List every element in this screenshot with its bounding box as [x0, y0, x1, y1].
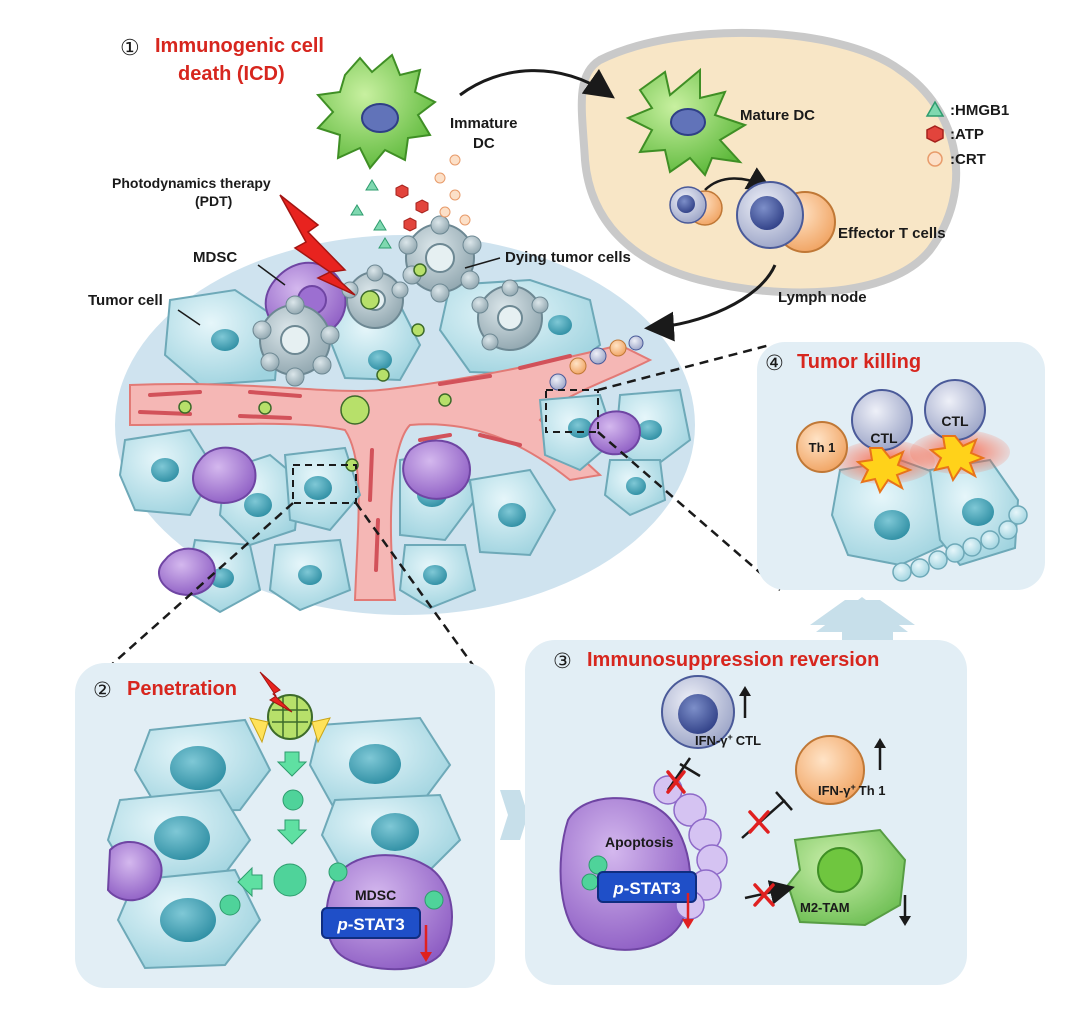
- penetration-title: Penetration: [127, 678, 237, 700]
- dying-tumor-cell-a: [252, 295, 340, 387]
- th1-cell-reversion: [795, 735, 865, 805]
- killing-title-number: ④: [765, 352, 784, 375]
- pdt-lightning-icon: [279, 194, 356, 296]
- th1-label: Th 1: [809, 440, 836, 455]
- pdt-label-2: (PDT): [195, 193, 232, 209]
- naive-t-cells: [669, 186, 723, 226]
- ctl-label-1: CTL: [870, 430, 898, 446]
- tumor-cell-label: Tumor cell: [88, 292, 163, 309]
- dying-tumor-cell-d: [471, 279, 549, 351]
- zoom-box-killing: [545, 389, 599, 433]
- legend-atp-label: :ATP: [950, 126, 984, 143]
- apoptosis-label: Apoptosis: [605, 834, 674, 850]
- arrow-dc-to-lymph: [459, 68, 615, 99]
- killing-title: Tumor killing: [797, 351, 921, 373]
- zoom-box-penetration: [292, 464, 357, 504]
- panel-reversion: p-STAT3 Apoptosis IFN-γ+CTL IFN-γ+Th 1 M…: [525, 640, 967, 985]
- leader-tumor: [177, 309, 201, 326]
- leader-mdsc: [257, 264, 286, 286]
- penetration-title-number: ②: [93, 679, 112, 702]
- ctl-cell-2: [924, 379, 986, 441]
- pdt-label-1: Photodynamics therapy: [112, 175, 271, 191]
- ifn-th1-label: IFN-γ+Th 1: [818, 782, 886, 798]
- dying-tumor-label: Dying tumor cells: [505, 249, 631, 266]
- legend-crt-label: :CRT: [950, 151, 986, 168]
- icd-title-number: ①: [120, 35, 140, 60]
- lymph-node-label: Lymph node: [778, 289, 867, 306]
- immature-dc-label-1: Immature: [450, 115, 518, 132]
- mdsc-label: MDSC: [193, 249, 237, 266]
- leader-dying: [464, 257, 501, 269]
- light-bolt-icon: [259, 671, 293, 713]
- legend: :HMGB1 :ATP :CRT: [925, 100, 1009, 168]
- panel-tumor-killing: Th 1 CTL CTL: [757, 342, 1045, 590]
- immune-cells-vessel: [549, 335, 644, 391]
- reversion-title: Immunosuppression reversion: [587, 649, 879, 671]
- reversion-title-number: ③: [553, 650, 572, 673]
- mdsc-label-penetration: MDSC: [355, 887, 396, 903]
- icd-title-line2: death (ICD): [178, 63, 285, 85]
- m2tam-label: M2-TAM: [800, 900, 850, 915]
- nanoparticles: [178, 263, 452, 472]
- pstat3-badge-reversion: [597, 871, 697, 903]
- legend-crt-icon: [927, 151, 943, 167]
- down-arrow-icon-2: [276, 819, 308, 845]
- lymph-node: [577, 28, 961, 297]
- icd-signals: [350, 154, 471, 249]
- block-x-icons: [666, 770, 775, 907]
- block-up-arrow-icon: [816, 597, 908, 640]
- left-arrow-icon: [237, 866, 263, 898]
- pstat3-label-reversion: p-STAT3: [612, 879, 680, 898]
- legend-atp-icon: [926, 125, 944, 143]
- pstat3-badge-penetration: [321, 907, 421, 939]
- tumor-tissue: [115, 215, 695, 615]
- burst-icon-1: [855, 447, 913, 495]
- down-arrow-icon-1: [276, 751, 308, 777]
- panel-penetration: p-STAT3 MDSC: [75, 663, 495, 988]
- arrow-lymph-to-tumor: [644, 264, 777, 342]
- effector-t-label: Effector T cells: [838, 225, 946, 242]
- legend-hmgb1-label: :HMGB1: [950, 102, 1009, 119]
- mature-dc: [625, 67, 748, 177]
- icd-title-line1: Immunogenic cell: [155, 35, 324, 57]
- ctl-label-2: CTL: [941, 413, 969, 429]
- burst-icon-2: [928, 435, 986, 483]
- legend-hmgb1-icon: [925, 100, 945, 117]
- mature-dc-label: Mature DC: [740, 107, 815, 124]
- pstat3-label-penetration: p-STAT3: [336, 915, 404, 934]
- immature-dc: [316, 53, 437, 170]
- nanoparticle-icon: [267, 694, 313, 740]
- immature-dc-label-2: DC: [473, 135, 495, 152]
- right-arrow-icon: [500, 790, 528, 840]
- ifn-ctl-label: IFN-γ+CTL: [695, 732, 761, 748]
- effector-t-cell: [736, 181, 836, 253]
- zoom-connectors: [99, 343, 781, 676]
- th1-cell: [796, 421, 848, 473]
